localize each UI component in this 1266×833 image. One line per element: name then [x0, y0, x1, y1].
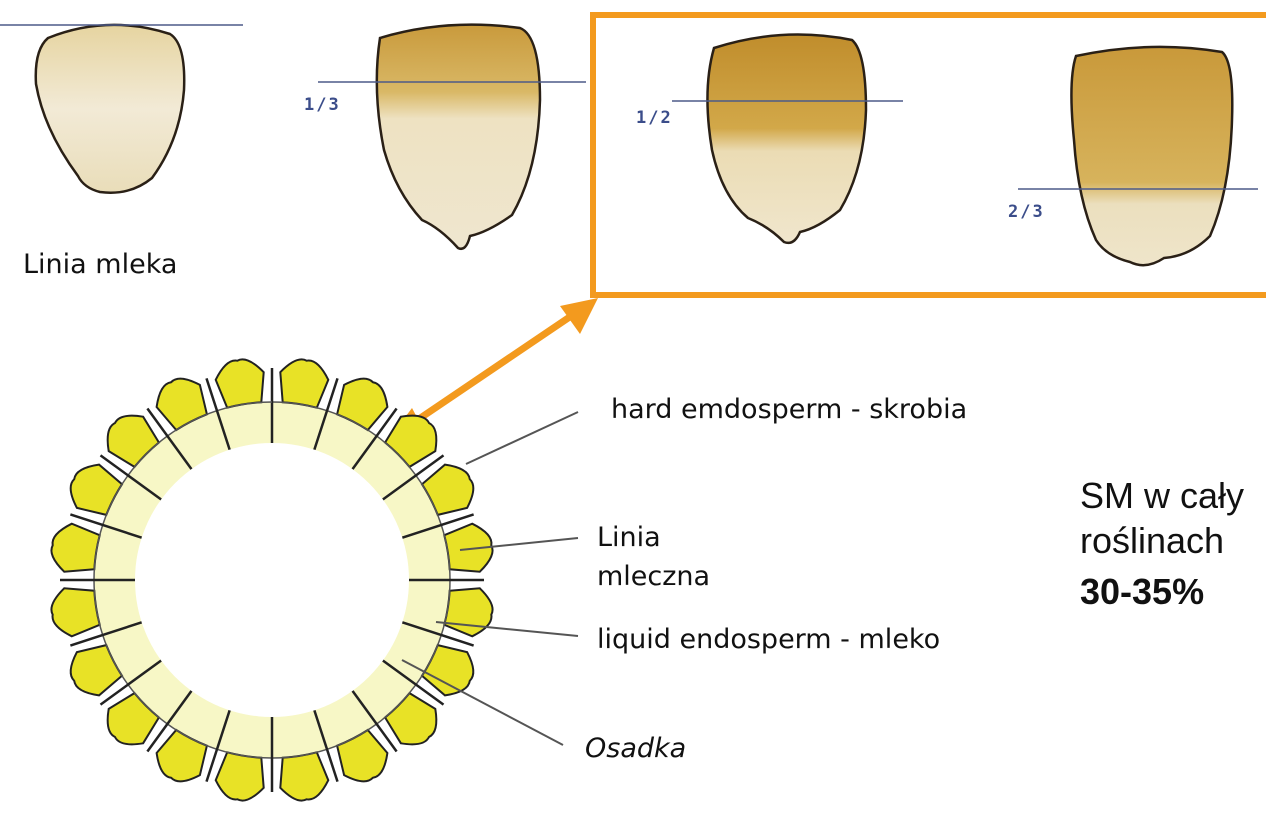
kernel-hard-endosperm — [216, 359, 264, 407]
grain-stage-0 — [0, 25, 243, 193]
grain-stage-1 — [318, 25, 586, 249]
fraction-label-1: 1/3 — [304, 95, 341, 115]
kernel-hard-endosperm — [280, 752, 328, 800]
dm-note-line2: roślinach — [1080, 521, 1224, 561]
grain-stage-2 — [672, 35, 903, 243]
kernel-hard-endosperm — [280, 359, 328, 407]
label-cob: Osadka — [585, 733, 686, 765]
kernel-hard-endosperm — [51, 524, 99, 572]
label-hard-endosperm: hard emdosperm - skrobia — [611, 394, 967, 426]
dm-note-value: 30-35% — [1080, 572, 1204, 612]
kernel-hard-endosperm — [444, 588, 492, 636]
dm-note-line1: SM w cały — [1080, 476, 1244, 516]
cob-cross-section — [51, 359, 492, 800]
label-milk-line-2: mleczna — [597, 561, 710, 593]
kernel-hard-endosperm — [216, 752, 264, 800]
grain-stage-3 — [1018, 47, 1258, 265]
label-liquid-endosperm: liquid endosperm - mleko — [597, 624, 940, 656]
kernel-hard-endosperm — [51, 588, 99, 636]
fraction-label-3: 2/3 — [1008, 202, 1045, 222]
cob-core — [135, 443, 409, 717]
fraction-label-2: 1/2 — [636, 108, 673, 128]
leader-hard — [466, 412, 578, 464]
milk-line-title: Linia mleka — [23, 249, 177, 281]
label-milk-line-1: Linia — [597, 522, 661, 554]
